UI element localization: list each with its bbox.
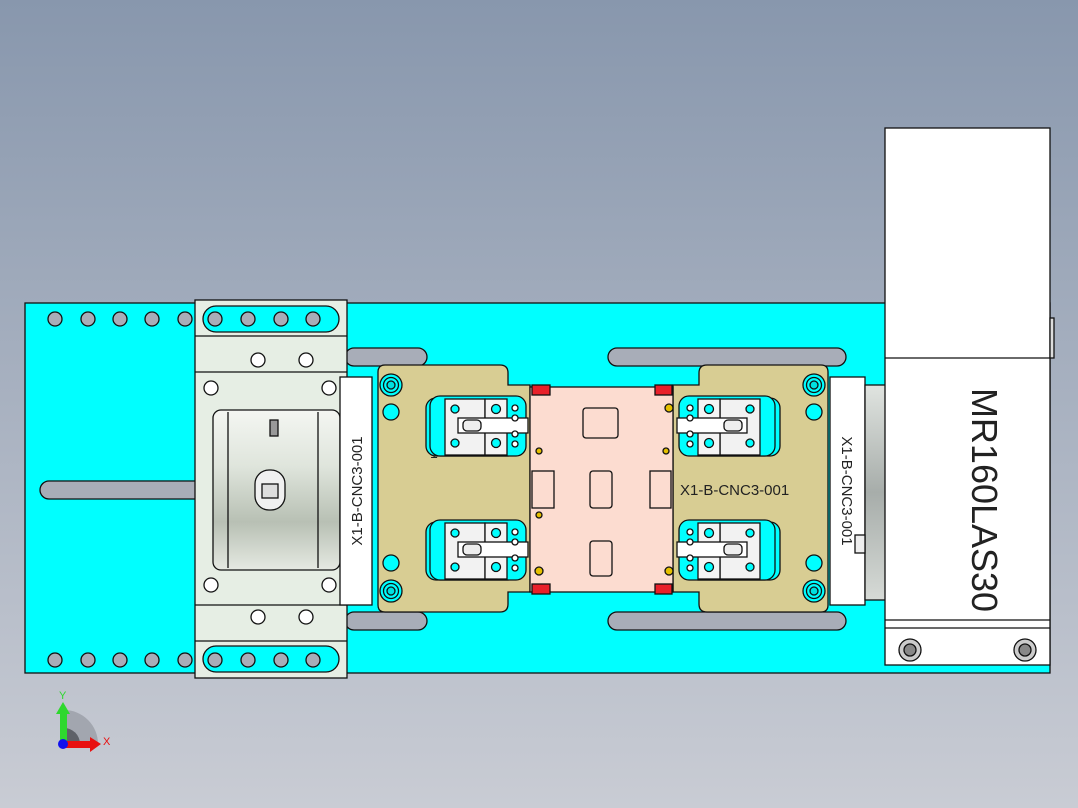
product-nest[interactable] [529,384,674,595]
y-axis-arrow [60,712,67,744]
left-carriage[interactable] [194,299,348,679]
toggle-clamp[interactable] [429,395,529,457]
part-label: X1-B-CNC3-001 [680,482,789,499]
y-axis-label: Y [59,690,67,702]
toggle-clamp[interactable] [429,519,529,581]
slot-top-left [344,347,428,367]
base-slot-left [39,480,211,500]
motor-assembly[interactable]: MR160LAS30 [854,127,1055,666]
x-axis-label: X [103,736,111,748]
strip-label-right: X1-B-CNC3-001 [838,436,855,545]
axis-triad: Y X [56,690,111,752]
slot-top-right [607,347,847,367]
motor-label: MR160LAS30 [964,388,1005,612]
toggle-clamp[interactable] [676,395,776,457]
label-strip-right: X1-B-CNC3-001 [829,376,866,606]
strip-label-left: X1-B-CNC3-001 [349,436,366,545]
x-axis-arrow [64,741,92,748]
label-strip-left: X1-B-CNC3-001 [339,376,373,606]
slot-bottom-right [607,611,847,631]
toggle-clamp[interactable] [676,519,776,581]
cylinder [212,409,341,571]
slot-bottom-left [344,611,428,631]
